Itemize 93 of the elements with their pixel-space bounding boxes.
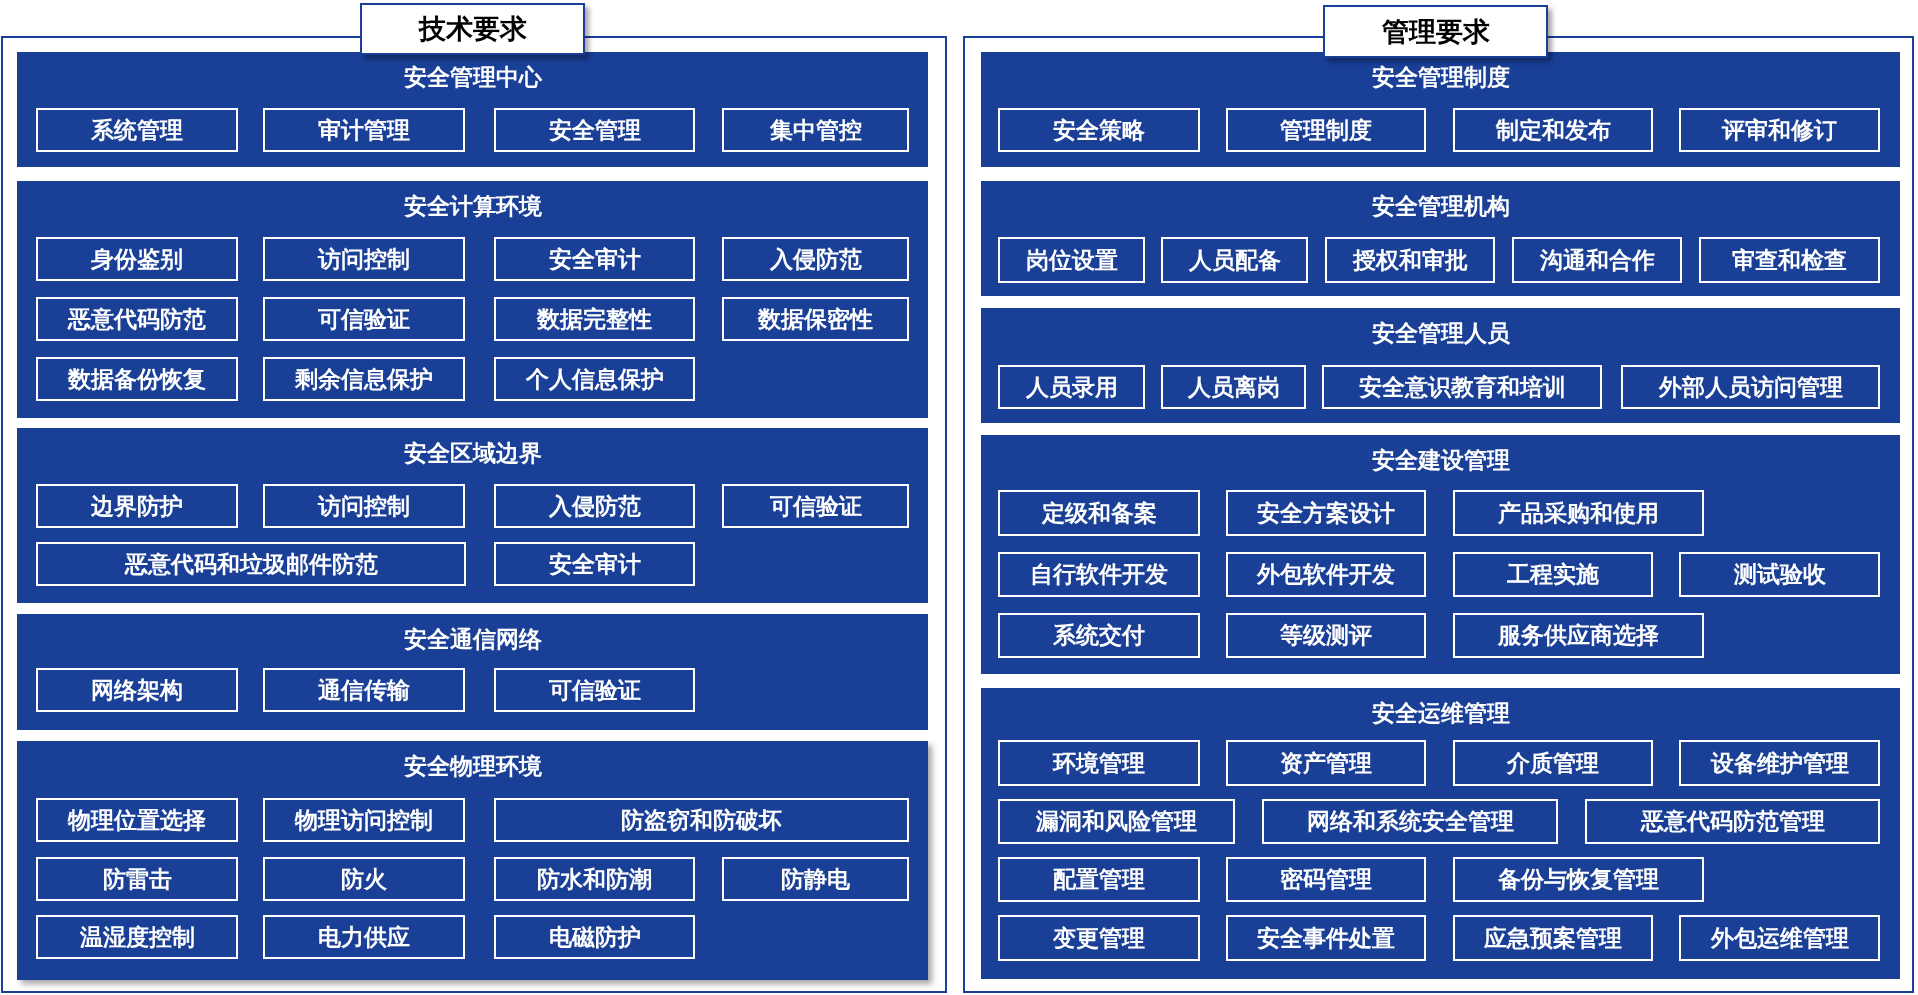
panel-title: 安全计算环境 xyxy=(403,192,542,221)
panel-title: 安全通信网络 xyxy=(403,625,542,654)
requirement-item: 漏洞和风险管理 xyxy=(998,799,1235,844)
requirement-item: 安全审计 xyxy=(494,237,695,281)
panel-title: 安全管理机构 xyxy=(1371,192,1510,221)
requirement-item: 岗位设置 xyxy=(998,237,1145,283)
requirement-item: 人员离岗 xyxy=(1161,365,1306,409)
requirement-item: 访问控制 xyxy=(263,237,465,281)
requirement-item: 电磁防护 xyxy=(494,915,695,959)
requirement-item: 个人信息保护 xyxy=(494,357,695,401)
requirement-item: 剩余信息保护 xyxy=(263,357,465,401)
category-panel xyxy=(17,52,928,167)
requirement-item: 温湿度控制 xyxy=(36,915,238,959)
requirement-item: 备份与恢复管理 xyxy=(1453,857,1704,902)
requirement-item: 系统交付 xyxy=(998,613,1200,658)
requirement-item: 安全审计 xyxy=(494,542,695,586)
requirement-item: 设备维护管理 xyxy=(1679,740,1880,786)
requirement-item: 测试验收 xyxy=(1679,552,1880,597)
requirement-item: 授权和审批 xyxy=(1325,237,1495,283)
category-panel xyxy=(17,428,928,603)
requirement-item: 数据完整性 xyxy=(494,297,695,341)
requirement-item: 安全管理 xyxy=(494,108,695,152)
category-panel xyxy=(981,435,1900,674)
panel-title: 安全管理人员 xyxy=(1371,319,1510,348)
requirement-item: 边界防护 xyxy=(36,484,238,528)
requirement-item: 防水和防潮 xyxy=(494,857,695,901)
requirement-item: 人员配备 xyxy=(1161,237,1308,283)
requirement-item: 可信验证 xyxy=(722,484,909,528)
requirement-item: 安全方案设计 xyxy=(1226,490,1426,536)
requirement-item: 密码管理 xyxy=(1226,857,1426,902)
panel-title: 安全物理环境 xyxy=(403,752,542,781)
requirement-item: 电力供应 xyxy=(263,915,465,959)
section-tab: 技术要求 xyxy=(360,3,585,55)
requirement-item: 等级测评 xyxy=(1226,613,1426,658)
panel-title: 安全运维管理 xyxy=(1371,699,1510,728)
requirement-item: 可信验证 xyxy=(494,668,695,712)
requirement-item: 外部人员访问管理 xyxy=(1621,365,1880,409)
panel-title: 安全管理制度 xyxy=(1371,63,1510,92)
requirement-item: 应急预案管理 xyxy=(1453,915,1653,961)
requirement-item: 配置管理 xyxy=(998,857,1200,902)
requirement-item: 产品采购和使用 xyxy=(1453,490,1704,536)
requirement-item: 环境管理 xyxy=(998,740,1200,786)
requirement-item: 网络架构 xyxy=(36,668,238,712)
requirement-item: 恶意代码防范 xyxy=(36,297,238,341)
requirement-item: 外包运维管理 xyxy=(1679,915,1880,961)
requirement-item: 自行软件开发 xyxy=(998,552,1200,597)
category-panel xyxy=(17,614,928,730)
requirement-item: 审计管理 xyxy=(263,108,465,152)
requirement-item: 数据备份恢复 xyxy=(36,357,238,401)
section-tab: 管理要求 xyxy=(1323,5,1548,58)
panel-title: 安全管理中心 xyxy=(403,63,542,92)
requirement-item: 数据保密性 xyxy=(722,297,909,341)
category-panel xyxy=(981,52,1900,167)
panel-title: 安全区域边界 xyxy=(403,439,542,468)
requirement-item: 恶意代码防范管理 xyxy=(1585,799,1880,844)
requirement-item: 服务供应商选择 xyxy=(1453,613,1704,658)
requirement-item: 通信传输 xyxy=(263,668,465,712)
requirement-item: 防火 xyxy=(263,857,465,901)
category-panel xyxy=(981,181,1900,296)
requirement-item: 介质管理 xyxy=(1453,740,1653,786)
requirement-item: 外包软件开发 xyxy=(1226,552,1426,597)
category-panel xyxy=(17,741,928,980)
requirement-item: 访问控制 xyxy=(263,484,465,528)
requirement-item: 集中管控 xyxy=(722,108,909,152)
requirement-item: 制定和发布 xyxy=(1453,108,1653,152)
requirement-item: 审查和检查 xyxy=(1699,237,1880,283)
requirement-item: 身份鉴别 xyxy=(36,237,238,281)
requirement-item: 人员录用 xyxy=(998,365,1145,409)
requirement-item: 防静电 xyxy=(722,857,909,901)
requirement-item: 资产管理 xyxy=(1226,740,1426,786)
category-panel xyxy=(17,181,928,418)
requirement-item: 变更管理 xyxy=(998,915,1200,961)
requirement-item: 系统管理 xyxy=(36,108,238,152)
requirement-item: 工程实施 xyxy=(1453,552,1653,597)
requirement-item: 可信验证 xyxy=(263,297,465,341)
requirement-item: 管理制度 xyxy=(1226,108,1426,152)
requirement-item: 恶意代码和垃圾邮件防范 xyxy=(36,542,466,586)
requirement-item: 入侵防范 xyxy=(722,237,909,281)
requirement-item: 网络和系统安全管理 xyxy=(1262,799,1558,844)
requirement-item: 安全意识教育和培训 xyxy=(1322,365,1602,409)
requirement-item: 物理位置选择 xyxy=(36,798,238,842)
category-panel xyxy=(981,308,1900,423)
requirement-item: 防盗窃和防破坏 xyxy=(494,798,909,842)
requirement-item: 安全事件处置 xyxy=(1226,915,1426,961)
requirement-item: 沟通和合作 xyxy=(1512,237,1682,283)
panel-title: 安全建设管理 xyxy=(1371,446,1510,475)
requirement-item: 防雷击 xyxy=(36,857,238,901)
requirement-item: 入侵防范 xyxy=(494,484,695,528)
requirement-item: 评审和修订 xyxy=(1679,108,1880,152)
requirement-item: 安全策略 xyxy=(998,108,1200,152)
requirement-item: 定级和备案 xyxy=(998,490,1200,536)
category-panel xyxy=(981,688,1900,979)
requirement-item: 物理访问控制 xyxy=(263,798,465,842)
